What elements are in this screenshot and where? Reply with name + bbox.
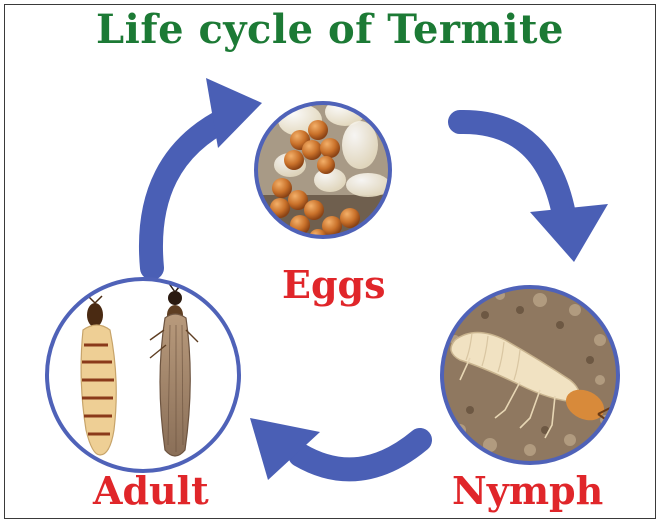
arrow-eggs-to-nymph xyxy=(460,122,608,262)
arrow-nymph-to-adult xyxy=(250,418,420,480)
adult-image xyxy=(47,279,239,471)
arrow-adult-to-eggs xyxy=(151,78,262,268)
nymph-image xyxy=(440,285,620,465)
stage-label-adult: Adult xyxy=(93,468,209,513)
eggs-image xyxy=(250,98,400,255)
stage-label-nymph: Nymph xyxy=(452,468,603,513)
stage-label-eggs: Eggs xyxy=(282,262,386,307)
